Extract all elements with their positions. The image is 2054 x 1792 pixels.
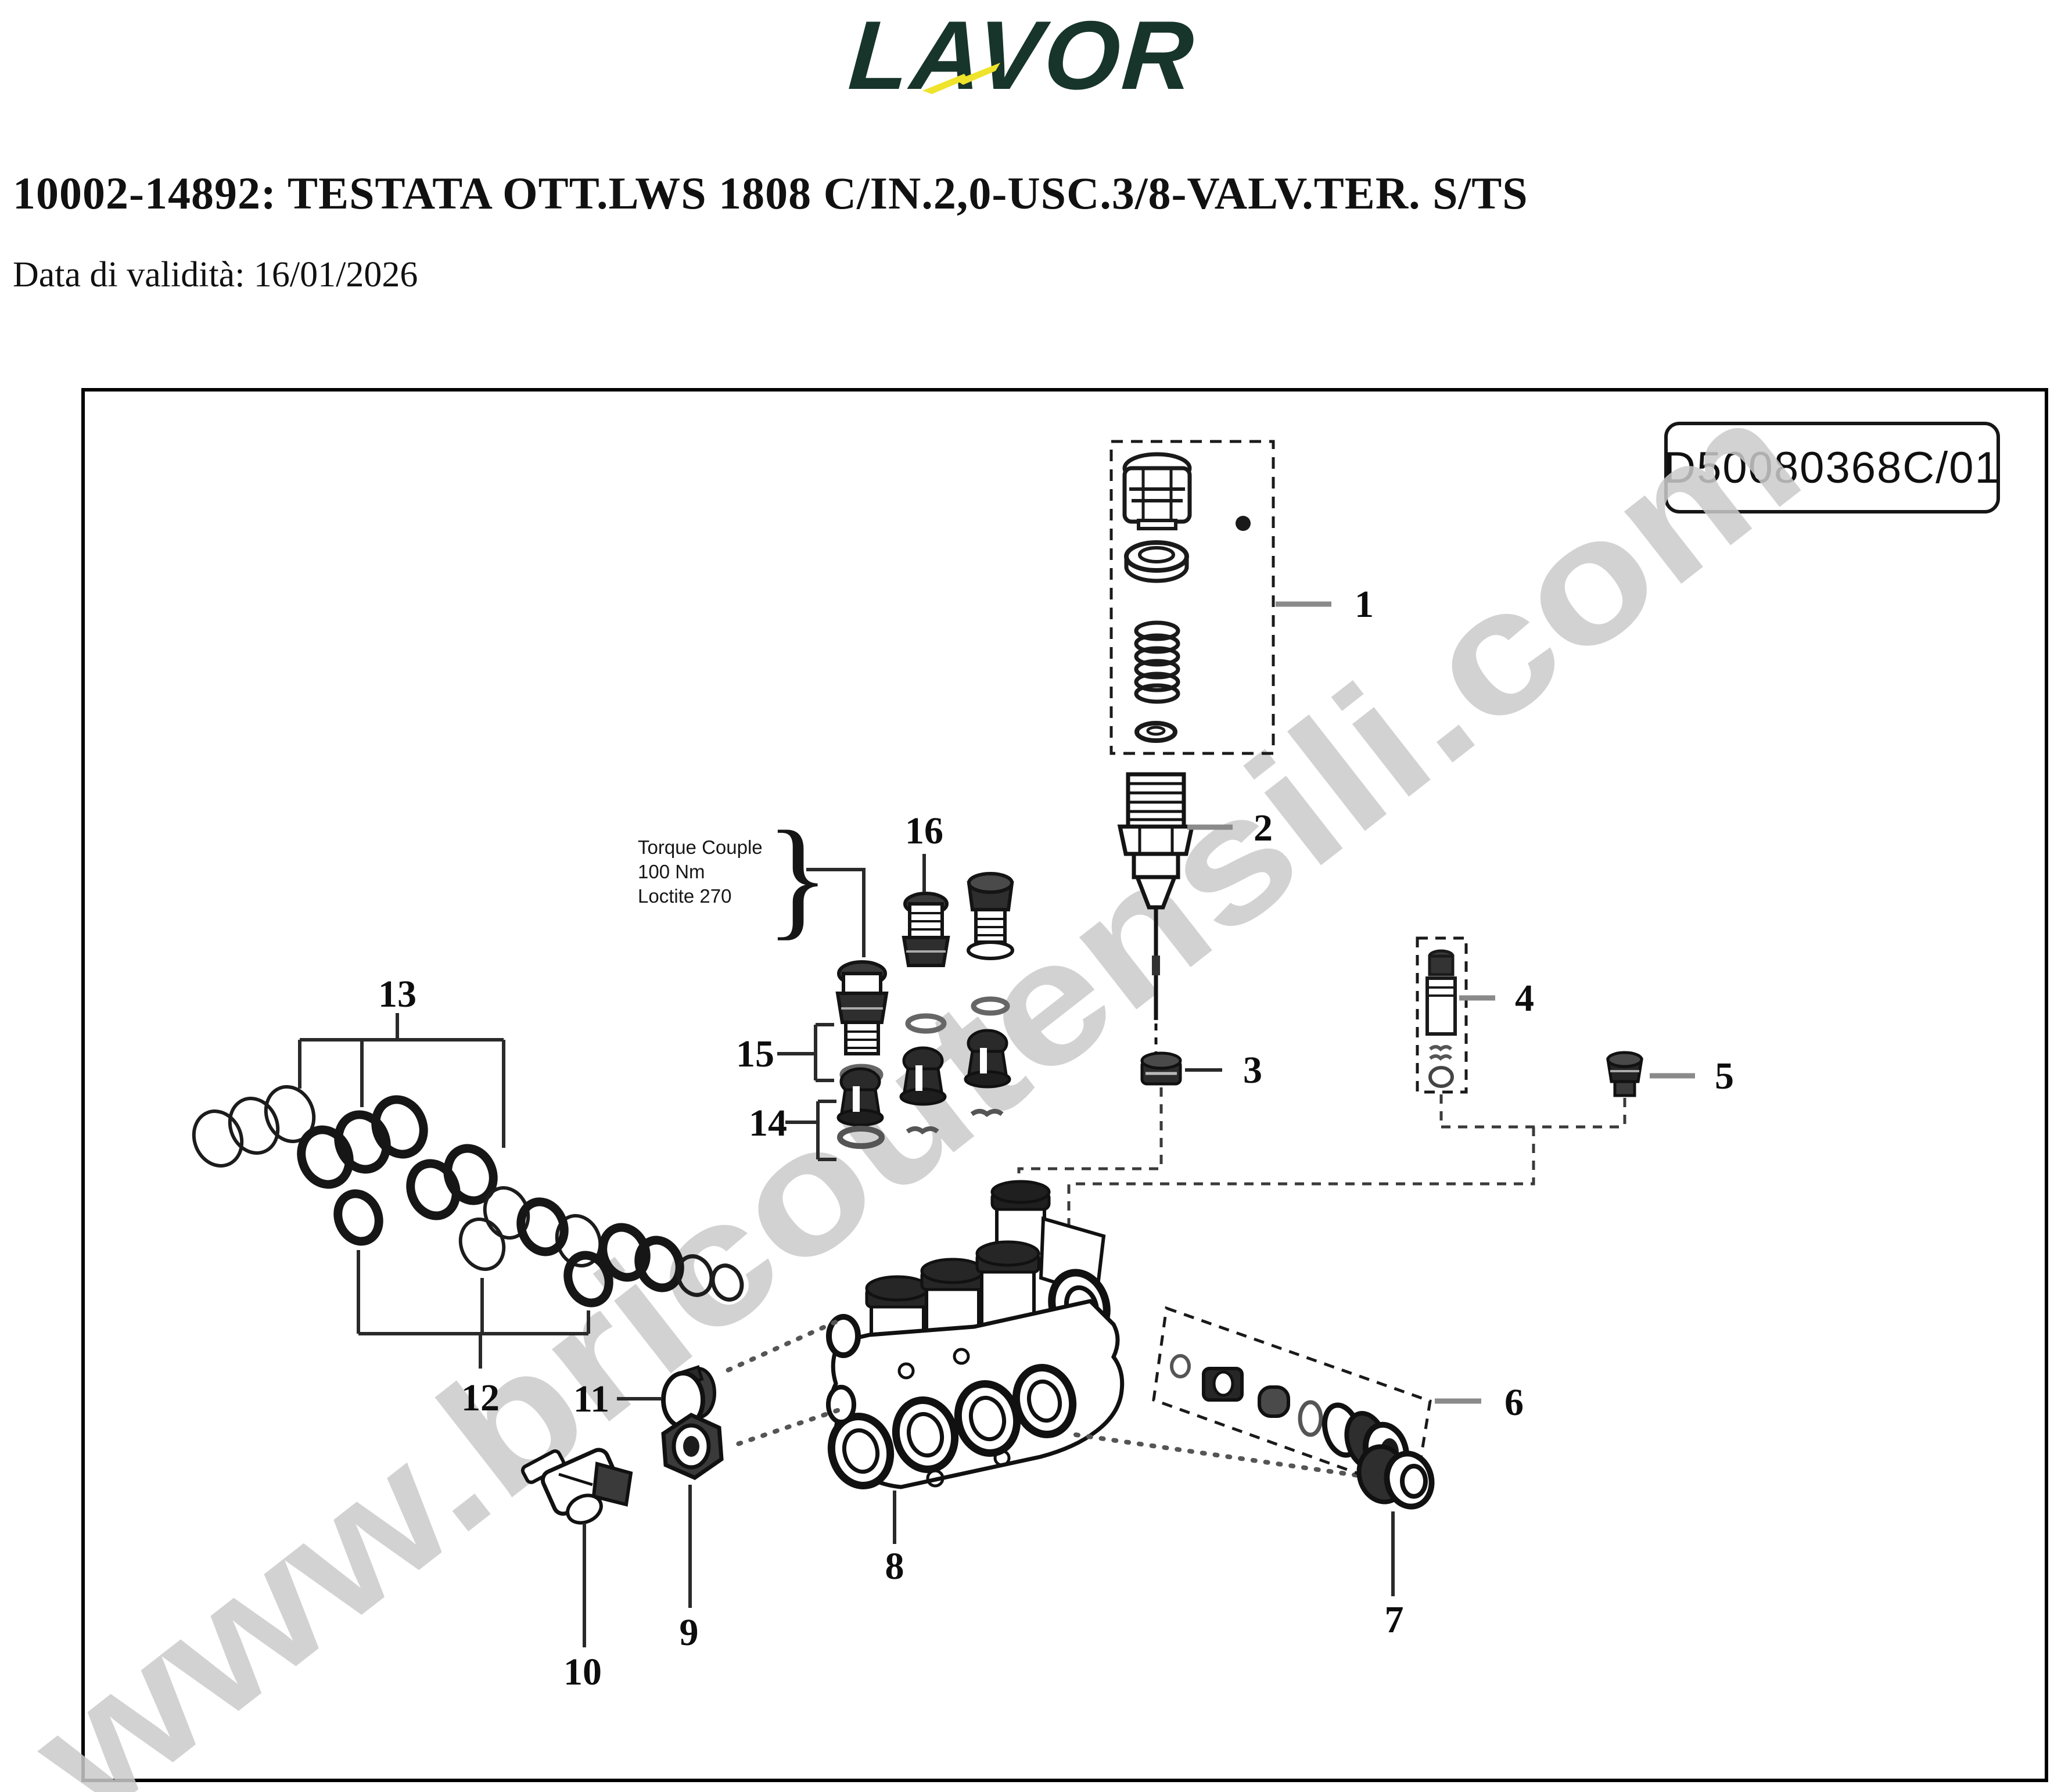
part-16-graphic: [902, 872, 1014, 1034]
torque-note-pointer: [806, 868, 866, 957]
part-16-label: 16: [905, 810, 943, 852]
part-2-label: 2: [1254, 807, 1273, 849]
part-1-graphic: [1109, 440, 1275, 755]
validity-date: Data di validità: 16/01/2026: [13, 255, 418, 295]
part-7-label: 7: [1385, 1599, 1404, 1641]
part-15-bracket: [777, 1023, 834, 1082]
part-5-graphic: [1606, 1051, 1643, 1097]
part-3-graphic: [1140, 1051, 1182, 1086]
part-5-label: 5: [1715, 1055, 1734, 1097]
assembly-connector-lines: [1017, 1087, 1626, 1226]
page-title: 10002-14892: TESTATA OTT.LWS 1808 C/IN.2…: [13, 168, 1528, 218]
seal-cascade-graphic: [192, 1085, 744, 1308]
lightning-bolt-icon: [922, 63, 1000, 94]
part-4-graphic: [1416, 936, 1468, 1094]
drawing-code-box: D50080368C/01: [1664, 422, 2000, 513]
torque-note-line3: Loctite 270: [638, 885, 731, 907]
part-7-graphic: [1356, 1444, 1435, 1510]
part-12-label: 12: [461, 1377, 500, 1419]
part-14-graphic: [836, 1029, 1011, 1149]
part-13-label: 13: [378, 973, 416, 1015]
torque-brace: }: [766, 803, 830, 951]
diagram-frame: [81, 388, 2048, 1782]
part-13-bracket: [298, 1013, 505, 1148]
part-6-label: 6: [1504, 1381, 1524, 1424]
part-1-label: 1: [1355, 583, 1374, 626]
explode-dotted-lines: [721, 1320, 1360, 1478]
part-14-bracket: [785, 1100, 836, 1161]
torque-note-line2: 100 Nm: [638, 861, 705, 882]
lavor-logo: LAVOR: [761, 1, 1284, 110]
part-14-label: 14: [749, 1102, 787, 1144]
part-8-graphic: [826, 1180, 1125, 1489]
part-12-bracket: [357, 1250, 590, 1369]
part-10-graphic: [520, 1448, 633, 1525]
part-11-label: 11: [573, 1378, 609, 1420]
part-2-graphic: [1117, 772, 1195, 1053]
part-3-label: 3: [1243, 1049, 1262, 1091]
torque-note: Torque Couple 100 Nm Loctite 270 }: [638, 803, 866, 957]
part-15-label: 15: [736, 1033, 774, 1075]
part-4-label: 4: [1515, 977, 1534, 1019]
torque-note-line1: Torque Couple: [638, 836, 763, 858]
part-9-label: 9: [680, 1611, 699, 1654]
part-8-label: 8: [885, 1545, 904, 1588]
part-9-graphic: [661, 1413, 724, 1480]
part-10-label: 10: [563, 1651, 602, 1693]
